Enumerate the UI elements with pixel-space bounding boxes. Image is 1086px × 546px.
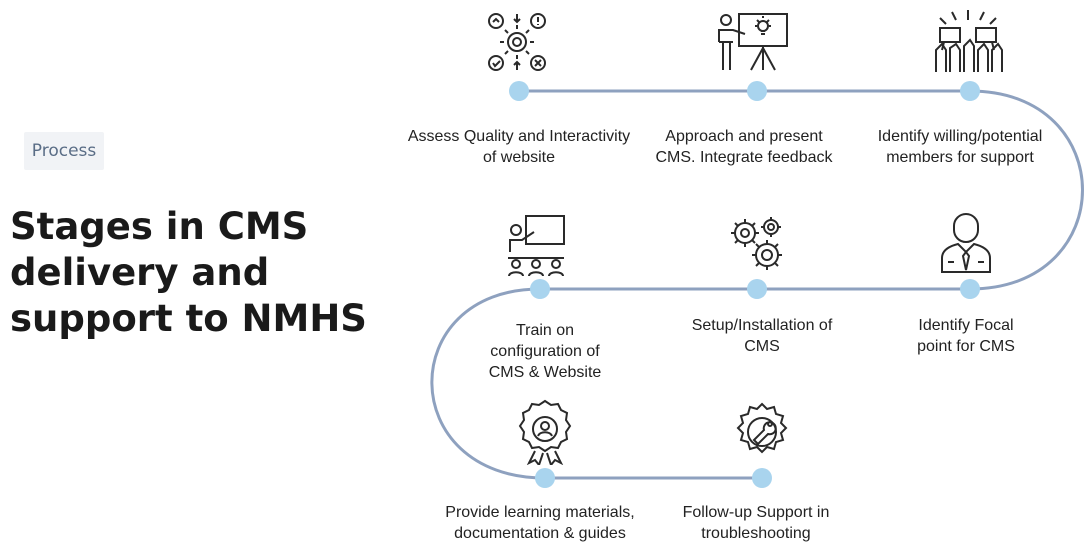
- presenter-board-icon: [715, 12, 791, 72]
- raised-hands-crowd-icon: [930, 10, 1006, 74]
- stage-node-6: [530, 279, 550, 299]
- stage-label-2: Approach and present CMS. Integrate feed…: [655, 128, 833, 166]
- category-label: Process: [31, 141, 97, 161]
- gears-icon: [725, 213, 789, 277]
- category-badge: Process: [24, 132, 104, 170]
- stage-label-3: Identify willing/potential members for s…: [877, 128, 1043, 166]
- stage-label-6: Train on configuration of CMS & Website: [488, 322, 602, 381]
- gear-wrench-icon: [732, 402, 792, 462]
- training-class-icon: [504, 214, 568, 276]
- stage-node-5: [747, 279, 767, 299]
- stage-label-8: Follow-up Support in troubleshooting: [682, 504, 830, 542]
- stage-node-4: [960, 279, 980, 299]
- stage-node-3: [960, 81, 980, 101]
- stage-node-7: [535, 468, 555, 488]
- connector-curve-left: [430, 287, 546, 480]
- stage-node-1: [509, 81, 529, 101]
- stage-node-2: [747, 81, 767, 101]
- stage-label-5: Setup/Installation of CMS: [691, 317, 833, 355]
- stage-label-1: Assess Quality and Interactivity of webs…: [407, 128, 631, 166]
- businessman-icon: [938, 210, 994, 274]
- stage-label-4: Identify Focal point for CMS: [917, 317, 1015, 355]
- page-title: Stages in CMS delivery and support to NM…: [10, 205, 367, 340]
- connector-curve-right: [969, 89, 1084, 291]
- award-badge-icon: [515, 399, 575, 465]
- stage-label-7: Provide learning materials, documentatio…: [445, 504, 635, 542]
- evaluation-gears-icon: [485, 10, 549, 74]
- stage-node-8: [752, 468, 772, 488]
